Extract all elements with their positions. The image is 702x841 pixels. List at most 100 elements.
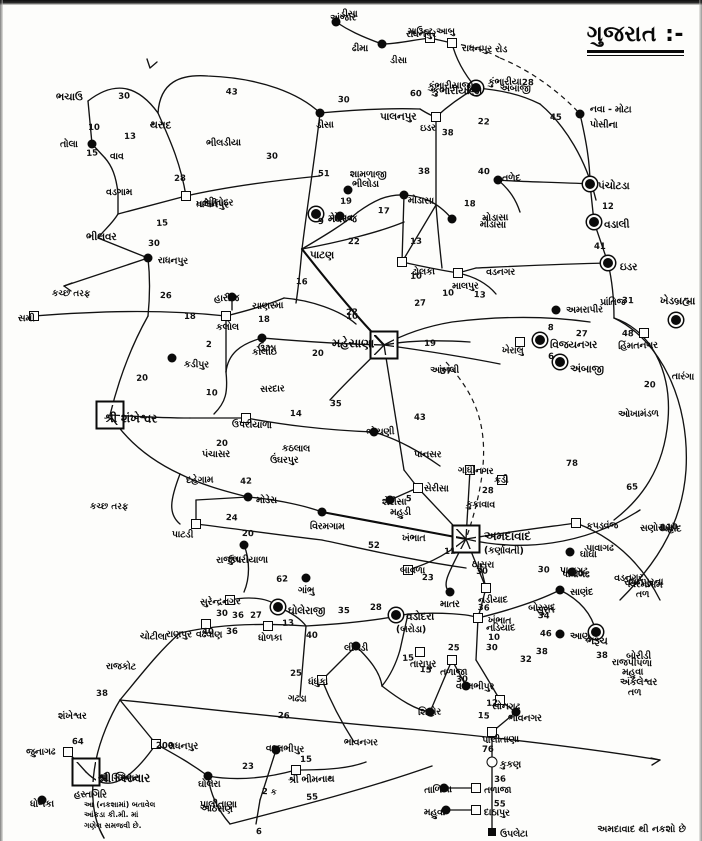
map-node-marker[interactable] bbox=[589, 217, 599, 227]
place-label[interactable]: ભોયણી bbox=[365, 426, 395, 438]
place-label[interactable]: ઓખામંડળ bbox=[617, 408, 659, 420]
place-label[interactable]: વિરમગામ bbox=[309, 521, 345, 533]
map-node-marker[interactable] bbox=[439, 783, 449, 793]
map-node-marker[interactable] bbox=[143, 253, 153, 263]
map-node-marker[interactable] bbox=[555, 629, 565, 639]
map-node-marker[interactable] bbox=[447, 214, 457, 224]
place-label[interactable]: ઉપરીયાળા bbox=[231, 419, 272, 432]
map-node-marker[interactable] bbox=[296, 243, 309, 256]
map-node-marker[interactable] bbox=[413, 483, 423, 493]
place-label[interactable]: કલોલ bbox=[215, 321, 239, 333]
place-label[interactable]: સમી bbox=[17, 313, 35, 325]
place-label[interactable]: નવા - મોટા bbox=[589, 104, 632, 116]
map-node-marker[interactable] bbox=[181, 191, 191, 201]
place-label[interactable]: રાજુલા bbox=[215, 554, 242, 566]
map-node-marker[interactable] bbox=[317, 507, 327, 517]
place-label[interactable]: પાટડી bbox=[171, 529, 194, 541]
place-label[interactable]: (બરોડા) bbox=[395, 624, 427, 636]
place-label[interactable]: અમદાવાદ bbox=[484, 529, 531, 543]
place-label[interactable]: ખંભાત bbox=[402, 533, 426, 544]
place-label[interactable]: સરદાર bbox=[259, 383, 285, 395]
place-label[interactable]: હિંમતનગર bbox=[617, 339, 658, 352]
place-label[interactable]: પોસીના bbox=[589, 119, 618, 131]
map-node-marker[interactable] bbox=[273, 602, 283, 612]
map-node-marker[interactable] bbox=[239, 540, 249, 550]
map-node-marker[interactable] bbox=[555, 585, 565, 595]
place-label[interactable]: ઢીમા bbox=[351, 43, 369, 55]
map-node-marker[interactable] bbox=[575, 109, 585, 119]
map-node-marker[interactable] bbox=[76, 762, 96, 782]
place-label[interactable]: અંબાજી bbox=[569, 363, 604, 376]
map-node-marker[interactable] bbox=[473, 613, 483, 623]
map-node-marker[interactable] bbox=[453, 268, 463, 278]
place-label[interactable]: ઉપલેટા bbox=[499, 828, 528, 840]
map-node-marker[interactable] bbox=[486, 756, 498, 768]
place-label[interactable]: સેરીસા bbox=[423, 483, 449, 495]
map-node-marker[interactable] bbox=[488, 828, 496, 836]
map-node-marker[interactable] bbox=[374, 335, 394, 355]
place-label[interactable]: પંચાસર bbox=[202, 449, 230, 460]
map-node-marker[interactable] bbox=[585, 179, 595, 189]
place-label[interactable]: ભીલોડા bbox=[351, 178, 379, 190]
map-node-marker[interactable] bbox=[377, 39, 387, 49]
place-label[interactable]: ભીલવર bbox=[86, 231, 117, 243]
map-node-marker[interactable] bbox=[639, 328, 649, 338]
place-label[interactable]: તળાજા bbox=[483, 784, 512, 796]
place-label[interactable]: ધોળકા bbox=[29, 798, 55, 810]
map-node-marker[interactable] bbox=[495, 695, 505, 705]
map-node-marker[interactable] bbox=[271, 745, 281, 755]
place-label[interactable]: કડી bbox=[493, 474, 509, 486]
place-label[interactable]: રાધનપુર રોડ bbox=[461, 43, 508, 56]
map-node-marker[interactable] bbox=[37, 795, 47, 805]
map-node-marker[interactable] bbox=[315, 108, 325, 118]
place-label[interactable]: પાટણ bbox=[309, 249, 335, 262]
place-label[interactable]: ભરૂચ bbox=[585, 635, 608, 648]
place-label[interactable]: કુંભારીયાજી bbox=[427, 80, 473, 92]
place-label[interactable]: શેરીસા bbox=[381, 496, 407, 508]
place-label[interactable]: ધોળકા bbox=[257, 632, 283, 644]
place-label[interactable]: મોડાસા bbox=[479, 219, 507, 231]
place-label[interactable]: કઠલાલ bbox=[281, 443, 311, 455]
place-label[interactable]: ભાવનગર bbox=[343, 737, 378, 749]
place-label[interactable]: ગાંભુ bbox=[297, 585, 315, 597]
place-label[interactable]: મહુવા bbox=[621, 666, 644, 678]
place-label[interactable]: ખેરાલુ bbox=[501, 345, 524, 357]
place-label[interactable]: (કર્ણાવતી) bbox=[483, 545, 524, 557]
place-label[interactable]: ભાવનગર bbox=[508, 713, 542, 724]
place-label[interactable]: રાધનપુરના bbox=[623, 576, 664, 588]
place-label[interactable]: કુંભારીયાજી bbox=[432, 85, 482, 97]
map-node-marker[interactable] bbox=[591, 627, 601, 637]
place-label[interactable]: ઘોલેરા bbox=[197, 778, 221, 790]
place-label[interactable]: તળ bbox=[627, 687, 642, 699]
place-label[interactable]: વડોદરા bbox=[405, 610, 435, 623]
place-label[interactable]: શ્રી ગિરનાર bbox=[98, 771, 150, 785]
place-label[interactable]: તારાપુર bbox=[410, 659, 437, 670]
place-label[interactable]: દાઠાપુર bbox=[483, 807, 510, 819]
map-node-marker[interactable] bbox=[63, 747, 73, 757]
place-label[interactable]: પંચોટડા bbox=[598, 180, 630, 192]
map-node-marker[interactable] bbox=[447, 38, 457, 48]
place-label[interactable]: મોડાસા bbox=[407, 195, 435, 207]
map-node-marker[interactable] bbox=[471, 783, 481, 793]
place-label[interactable]: તળેદ bbox=[501, 172, 521, 184]
place-label[interactable]: ઉંઝા bbox=[258, 343, 277, 354]
place-label[interactable]: કુકણ bbox=[499, 759, 522, 771]
place-label[interactable]: જુનાગઢ bbox=[25, 746, 56, 758]
place-label[interactable]: મહુવા bbox=[423, 807, 446, 819]
place-label[interactable]: પાનસર bbox=[413, 449, 442, 461]
place-label[interactable]: તોલા bbox=[60, 139, 78, 150]
place-label[interactable]: તારંગા bbox=[671, 371, 695, 383]
map-node-marker[interactable] bbox=[87, 139, 97, 149]
place-label[interactable]: દહેગામ bbox=[185, 474, 214, 486]
place-label[interactable]: માતર bbox=[440, 599, 460, 610]
place-label[interactable]: ચોટીલા bbox=[139, 631, 168, 643]
place-label[interactable]: વિજયનગર bbox=[550, 339, 598, 351]
map-node-marker[interactable] bbox=[397, 257, 407, 267]
place-label[interactable]: ઘોલેરાજી bbox=[288, 605, 326, 617]
place-label[interactable]: અમરાપીર bbox=[565, 304, 603, 316]
map-node-marker[interactable] bbox=[511, 707, 521, 717]
map-node-marker[interactable] bbox=[343, 185, 353, 195]
map-node-marker[interactable] bbox=[461, 681, 471, 691]
map-node-marker[interactable] bbox=[425, 33, 435, 43]
map-node-marker[interactable] bbox=[191, 519, 201, 529]
